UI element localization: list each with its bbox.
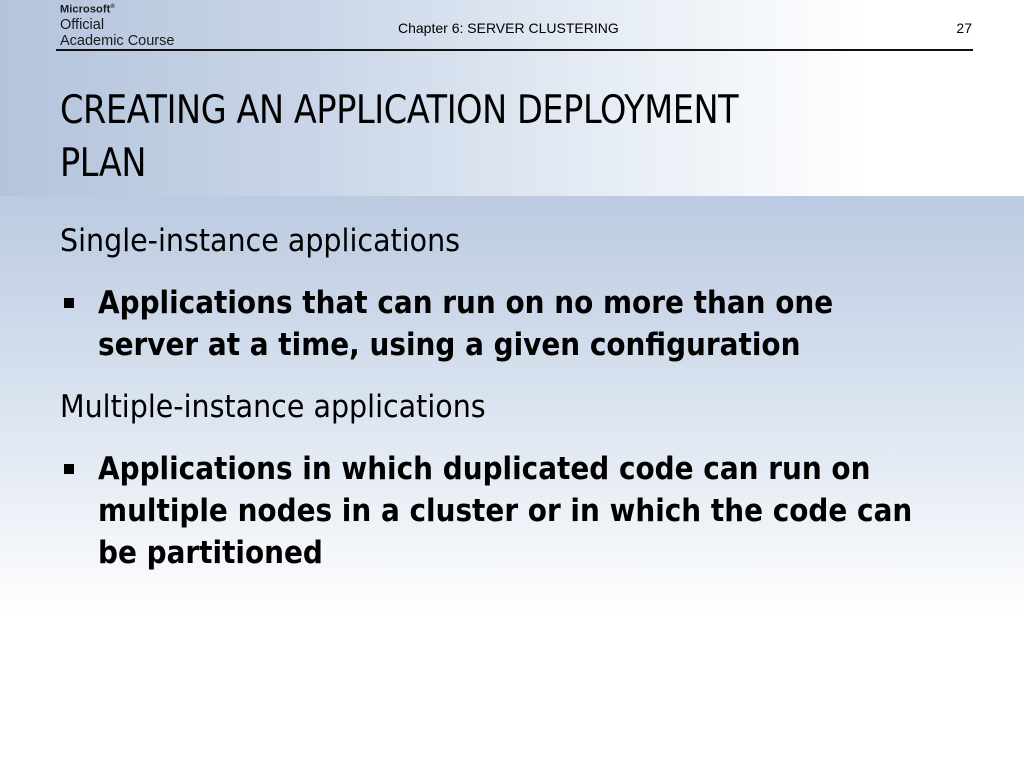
slide-body: Single-instance applications Application… [60,220,1020,594]
logo-line-2: Academic Course [60,33,175,50]
bullet-line: server at a time, using a given configur… [98,327,801,363]
page-number: 27 [956,20,972,36]
header-divider [56,49,973,51]
square-bullet-icon [64,464,74,474]
bullet-text: Applications in which duplicated code ca… [98,448,998,574]
bullet-multiple-instance: Applications in which duplicated code ca… [60,448,1020,574]
logo-brand: Microsoft® [60,3,115,16]
section-heading-single-instance: Single-instance applications [60,223,461,259]
slide-title: CREATING AN APPLICATION DEPLOYMENT PLAN [60,84,834,190]
bullet-line: Applications that can run on no more tha… [98,285,834,321]
bullet-single-instance: Applications that can run on no more tha… [60,282,1020,366]
bullet-line: multiple nodes in a cluster or in which … [98,493,913,529]
bullet-line: Applications in which duplicated code ca… [98,451,871,487]
section-heading-multiple-instance: Multiple-instance applications [60,389,486,425]
chapter-header: Chapter 6: SERVER CLUSTERING [398,20,619,36]
square-bullet-icon [64,298,74,308]
microsoft-official-academic-course-logo: Microsoft® Official Academic Course [60,4,174,49]
bullet-text: Applications that can run on no more tha… [98,282,998,366]
logo-line-1: Official [60,16,105,33]
title-band [0,0,1024,196]
slide-title-line-1: CREATING AN APPLICATION DEPLOYMENT [60,88,739,133]
slide-title-line-2: PLAN [60,141,146,186]
bullet-line: be partitioned [98,535,323,571]
